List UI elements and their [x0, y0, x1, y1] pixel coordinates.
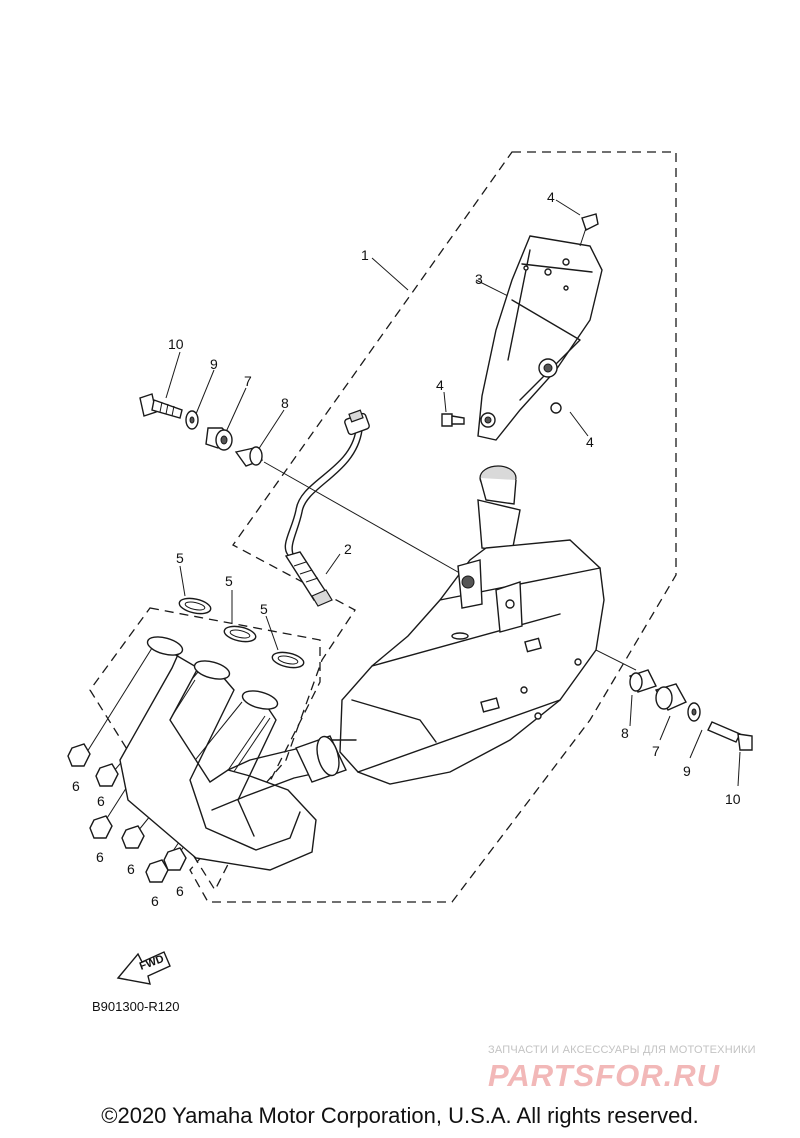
callout-10: 10 [168, 336, 184, 352]
callout-6: 6 [127, 861, 135, 877]
callout-3: 3 [475, 271, 483, 287]
callout-6: 6 [96, 849, 104, 865]
oxygen-sensor [284, 409, 370, 607]
watermark-tagline: ЗАПЧАСТИ И АКСЕССУАРЫ ДЛЯ МОТОТЕХНИКИ [488, 1044, 756, 1056]
callout-5: 5 [260, 601, 268, 617]
watermark-logo: PARTSFOR.RU [488, 1058, 721, 1093]
header-group-boundary [89, 607, 321, 892]
callout-8: 8 [281, 395, 289, 411]
callout-6: 6 [97, 793, 105, 809]
callout-7: 7 [652, 743, 660, 759]
assembly-boundary [189, 151, 677, 903]
flange-nuts [67, 743, 187, 883]
callout-6: 6 [151, 893, 159, 909]
callout-9: 9 [683, 763, 691, 779]
callout-4: 4 [547, 189, 555, 205]
gaskets [178, 597, 305, 669]
callout-5: 5 [225, 573, 233, 589]
callout-1: 1 [361, 247, 369, 263]
callout-2: 2 [344, 541, 352, 557]
callout-8: 8 [621, 725, 629, 741]
callout-10: 10 [725, 791, 741, 807]
right-mounting-hardware [629, 669, 753, 751]
exhaust-header [119, 636, 357, 871]
callout-numbers: 1 2 3 4 4 4 5 5 5 6 6 6 6 6 6 7 7 8 8 9 … [72, 189, 741, 909]
callout-4: 4 [436, 377, 444, 393]
diagram-code: B901300-R120 [92, 999, 179, 1014]
callout-7: 7 [244, 373, 252, 389]
copyright-notice: ©2020 Yamaha Motor Corporation, U.S.A. A… [101, 1103, 699, 1128]
callout-5: 5 [176, 550, 184, 566]
forward-direction-arrow: FWD [116, 951, 171, 985]
muffler-protector [477, 235, 603, 441]
muffler-body [339, 465, 605, 785]
callout-6: 6 [72, 778, 80, 794]
callout-4: 4 [586, 434, 594, 450]
protector-bolts [441, 213, 599, 427]
callout-6: 6 [176, 883, 184, 899]
left-mounting-hardware [139, 393, 264, 467]
callout-9: 9 [210, 356, 218, 372]
